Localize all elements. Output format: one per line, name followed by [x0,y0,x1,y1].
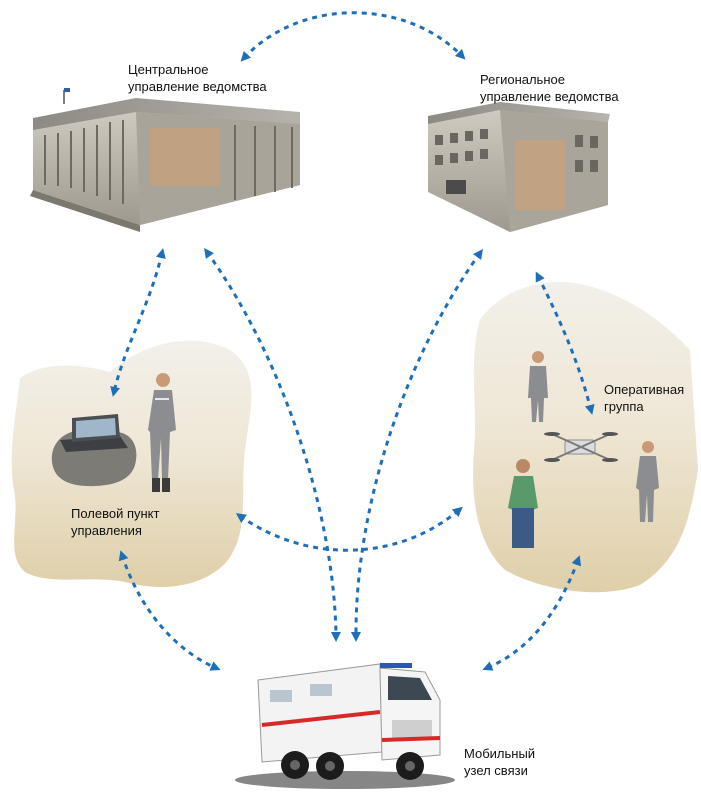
regional-building-icon [428,102,610,232]
mobile-node-label-line2: узел связи [464,763,528,778]
central-office-label-line1: Центральное [128,62,209,77]
regional-office-label: Региональное управление ведомства [480,71,619,105]
field-post-label-line1: Полевой пункт [71,506,160,521]
central-building-icon [30,88,300,232]
operative-group-label-line1: Оперативная [604,382,685,397]
field-post-label: Полевой пункт управления [71,505,159,539]
link-field-operative-arrow [235,506,463,552]
field-post-label-line2: управления [71,523,142,538]
mobile-truck-icon [235,663,455,789]
central-office-label-line2: управление ведомства [128,79,267,94]
mobile-node-label-line1: Мобильный [464,746,536,761]
mobile-node-label: Мобильный узел связи [464,745,535,779]
link-field-mobile-arrow [118,550,221,671]
operative-group-scene [473,281,698,593]
link-regional-mobile-arrow [350,248,483,642]
regional-office-label-line1: Региональное [480,72,565,87]
drone-icon [544,432,618,462]
operative-group-label-line2: группа [604,399,644,414]
operative-group-label: Оперативная группа [604,381,684,415]
regional-office-label-line2: управление ведомства [480,89,619,104]
operative-officer2-person-icon [636,441,659,522]
drone-pilot-person-icon [508,459,538,548]
field-laptop-icon [51,414,137,487]
operative-group-background [473,281,698,593]
link-central-field-arrow [110,248,166,397]
link-regional-operative-arrow [535,271,595,415]
central-office-label: Центральное управление ведомства [128,61,267,95]
link-central-regional-arrow [240,11,466,62]
link-central-mobile-arrow [204,247,341,642]
field-post-scene [11,340,252,587]
